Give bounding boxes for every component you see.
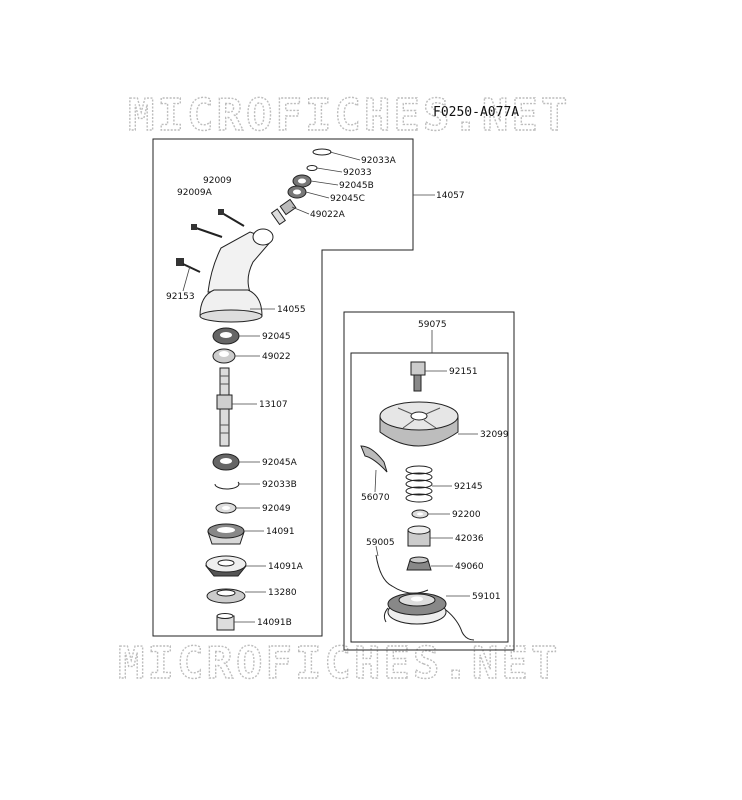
diagram-code: F0250-A077A — [433, 105, 519, 120]
watermark-top: MICROFICHES.NET — [128, 90, 570, 141]
washer-92200 — [411, 509, 429, 519]
label-92200: 92200 — [452, 510, 481, 520]
label-14057: 14057 — [436, 191, 465, 201]
gear-case-assembly-frame — [152, 138, 414, 637]
head-assembly-outer-frame — [343, 311, 515, 651]
bolt-92153 — [176, 258, 201, 273]
screw-92009a — [191, 224, 223, 238]
label-92045c: 92045C — [330, 194, 365, 204]
label-14055: 14055 — [277, 305, 306, 315]
label-92045a: 92045A — [262, 458, 298, 468]
spool-59101 — [383, 592, 475, 641]
head-assembly-inner-frame — [350, 352, 509, 643]
label-92145: 92145 — [454, 482, 483, 492]
label-strip-56070 — [360, 445, 388, 473]
label-59005: 59005 — [366, 538, 395, 548]
washer-92049 — [215, 502, 237, 514]
cover-13280 — [206, 588, 246, 604]
bolt-92151 — [410, 361, 426, 392]
label-56070: 56070 — [361, 493, 390, 503]
holder-14091a — [204, 555, 248, 577]
ring-92033 — [306, 165, 318, 171]
label-49022: 49022 — [262, 352, 291, 362]
gear-49022 — [212, 348, 236, 364]
label-14091: 14091 — [266, 527, 295, 537]
circlip-92033b — [214, 481, 240, 490]
watermark-bottom: MICROFICHES.NET — [118, 638, 560, 689]
label-49060: 49060 — [455, 562, 484, 572]
holder-14091 — [207, 523, 245, 545]
gear-49022a — [270, 198, 297, 226]
label-92033b: 92033B — [262, 480, 297, 490]
label-92033a: 92033A — [361, 156, 397, 166]
spool-cover-32099 — [379, 401, 459, 447]
label-92045: 92045 — [262, 332, 291, 342]
label-13107: 13107 — [259, 400, 288, 410]
label-14091b: 14091B — [257, 618, 292, 628]
label-92049: 92049 — [262, 504, 291, 514]
knob-42036 — [407, 525, 431, 547]
label-92045b: 92045B — [339, 181, 374, 191]
bearing-92045 — [212, 327, 240, 345]
label-59075: 59075 — [418, 320, 447, 330]
label-92009a: 92009A — [177, 188, 213, 198]
nut-14091b — [216, 613, 235, 631]
label-13280: 13280 — [268, 588, 297, 598]
label-92151: 92151 — [449, 367, 478, 377]
screw-92009 — [218, 209, 245, 227]
label-14091a: 14091A — [268, 562, 304, 572]
label-92153: 92153 — [166, 292, 195, 302]
shaft-13107 — [216, 367, 233, 447]
clip-ring-92033a — [312, 148, 332, 156]
gear-case-14055 — [199, 228, 274, 323]
gear-49060 — [406, 556, 432, 571]
spring-92145 — [405, 465, 433, 503]
bearing-92045a — [212, 453, 240, 471]
label-92009: 92009 — [203, 176, 232, 186]
label-49022a: 49022A — [310, 210, 346, 220]
label-32099: 32099 — [480, 430, 509, 440]
label-59101: 59101 — [472, 592, 501, 602]
label-92033: 92033 — [343, 168, 372, 178]
label-42036: 42036 — [455, 534, 484, 544]
